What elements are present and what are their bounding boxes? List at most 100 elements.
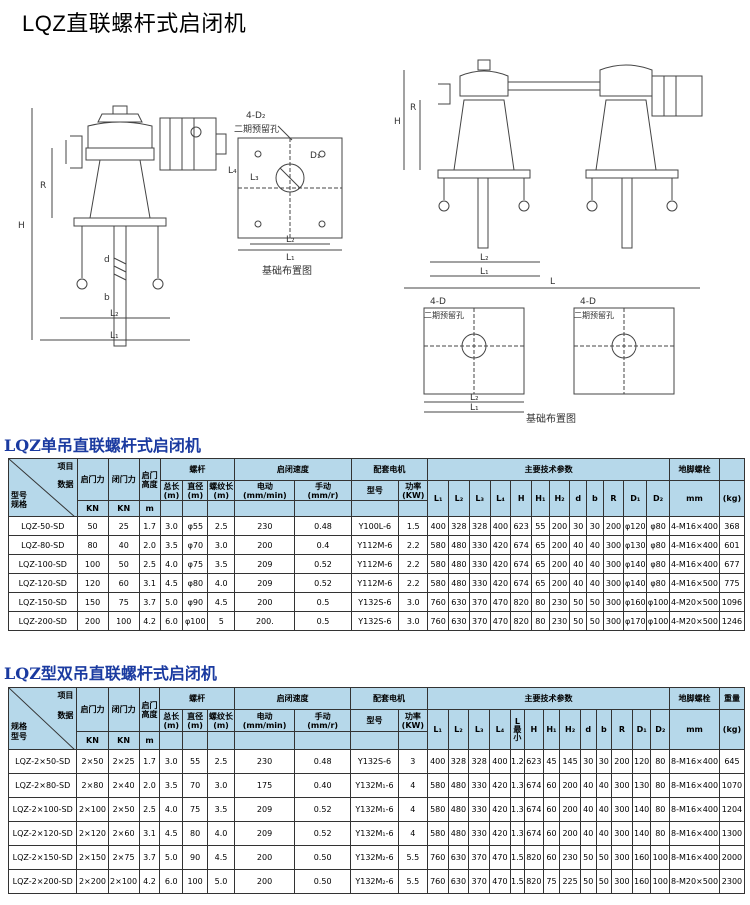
single-hoist-spec-table: 项目 数据 型号 规格 启门力 闭门力 启门 高度 螺杆 启闭速度 配套电机 主… [8,458,746,631]
dim-label-reserved-hole: 二期预留孔 [234,123,279,135]
table-cell: 674 [524,773,544,798]
dim-label-l1: L₁ [480,267,489,277]
table-cell: 45 [542,749,561,774]
table-cell: 5.0 [159,592,184,612]
table-cell: 645 [718,749,746,774]
table-cell: 630 [448,592,470,612]
table-cell: 40 [586,573,604,593]
table-cell: 1300 [718,821,746,846]
table-cell: φ80 [646,516,671,536]
table-cell: φ55 [182,516,209,536]
table-cell: 480 [447,773,470,798]
table-cell: 4-M20×500 [669,611,720,631]
table-cell: 55 [182,749,209,774]
table-cell: 40 [569,573,588,593]
table-cell: 2.2 [398,535,429,555]
table-cell: 0.52 [294,573,352,593]
table-cell: 580 [426,821,449,846]
table-cell: 820 [524,845,544,870]
table-cell: 3.7 [138,592,161,612]
hdr-power: 功率 (KW) [397,709,428,732]
hdr-unit-kn2: KN [107,731,140,750]
table-cell: 50 [579,845,597,870]
table-cell: 200 [548,554,571,574]
table-cell: 330 [468,573,491,593]
table-cell: 50 [107,554,140,574]
table-cell: 623 [510,516,533,536]
table-cell: 400 [427,516,450,536]
dim-label-4d-right: 4-D [580,297,596,307]
hdr-unit-mm: mm [669,480,720,517]
table-cell: 470 [489,592,512,612]
hdr-param-d1: D₁ [623,480,648,517]
table-cell: 480 [447,821,470,846]
hdr-param-r: R [602,480,625,517]
table-cell: 80 [650,749,671,774]
table-cell: 8-M16×400 [669,773,720,798]
table-cell: 40 [595,821,613,846]
table-cell: 1246 [718,611,746,631]
hdr-speed: 启闭速度 [234,458,352,481]
table-cell: 6.0 [159,611,184,631]
table-cell: 130 [631,773,652,798]
table-cell: 80 [650,797,671,822]
table-cell: 370 [468,611,491,631]
table-cell: 3.1 [138,573,161,593]
table-cell: 40 [579,797,597,822]
table-cell: 760 [427,611,450,631]
table-cell: 580 [427,573,450,593]
table-cell: 200. [234,611,296,631]
table-cell: φ170 [623,611,648,631]
hdr-weight-blank [718,458,746,481]
table-cell: 2×80 [76,773,109,798]
table-cell: 300 [611,773,633,798]
table-cell: 300 [602,573,625,593]
table-cell: Y132S-6 [350,611,400,631]
table-cell: 80 [531,592,550,612]
table-cell: 674 [524,821,544,846]
table-cell: 420 [489,573,512,593]
table-cell: 480 [448,573,470,593]
table-cell: φ100 [182,611,209,631]
table-cell: 760 [426,845,449,870]
table-cell: 120 [76,573,109,593]
table-cell: 630 [447,869,470,894]
table-cell: 2×100 [107,869,140,894]
table-cell: 70 [182,773,209,798]
table-cell: 200 [234,535,296,555]
table-cell: 330 [468,797,491,822]
table-cell: 60 [542,773,561,798]
table-cell: 370 [468,592,491,612]
table-cell: Y112M-6 [350,554,400,574]
hdr-param-d1: D₁ [631,709,652,750]
hdr-manual: 手动 (mm/r) [294,709,352,732]
table-cell: 4.0 [159,554,184,574]
table-cell: 140 [631,821,652,846]
double-table-title: LQZ型双吊直联螺杆式启闭机 [4,664,217,683]
table-cell: 150 [76,592,109,612]
table-cell: 200 [559,773,581,798]
hdr-screw: 螺杆 [159,458,236,481]
dim-label-l1-foundation: L₁ [470,403,479,413]
table-cell: 3.0 [207,535,236,555]
table-cell: 4.5 [207,592,236,612]
table-cell: 160 [631,845,652,870]
table-cell: 420 [489,554,512,574]
table-cell: 4-M16×400 [669,535,720,555]
table-cell: 3.0 [398,611,429,631]
hdr-param-l4: L₄ [489,709,511,750]
table-cell: 175 [233,773,296,798]
table-cell: 2×25 [107,749,140,774]
table-cell: 140 [631,797,652,822]
dim-label-h: H [18,221,25,231]
dim-label-l2-foundation: L₂ [286,235,295,245]
table-cell: 0.5 [294,592,352,612]
table-cell: 60 [107,573,140,593]
hdr-param-l1: L₁ [427,480,450,517]
table-cell: 1.3 [509,821,526,846]
table-cell: 2000 [718,845,746,870]
corner-header: 项目 数据 规格 型号 [7,687,78,750]
